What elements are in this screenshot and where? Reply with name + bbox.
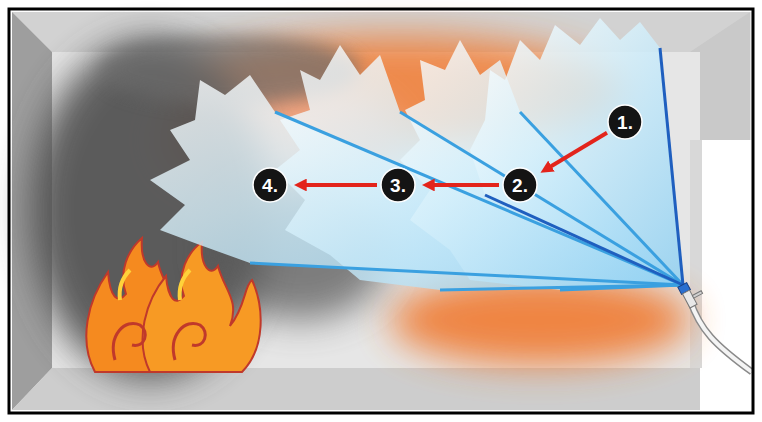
nozzle-lever [692,291,702,298]
nozzle [678,278,706,308]
spray-edge-line [485,195,683,285]
callout-circle [608,105,642,139]
spray-edge-line [660,48,683,285]
callout-number: 1. [607,104,643,140]
sequence-arrow [427,183,499,187]
nozzle-body [682,290,697,308]
image-frame [9,9,753,413]
callout-number: 3. [380,167,416,203]
hose [690,300,752,372]
callout-label: 4. [262,176,278,195]
hose [690,300,752,372]
spray-edge-line [400,112,683,285]
flame-swirl [173,323,205,360]
callout-label: 2. [512,176,528,195]
door-frame [690,140,702,368]
callout-number: 4. [252,167,288,203]
callout-circle [381,168,415,202]
callout-circle [253,168,287,202]
sequence-arrow [545,133,607,170]
sequence-arrow [299,183,377,187]
spray-edge-line [250,263,683,285]
water-spray-fan [470,18,683,285]
callout-label: 3. [390,176,406,195]
spray-edge-line [560,285,683,290]
flame-highlight [120,270,130,300]
flame-swirl [113,323,145,360]
callout-circle [503,168,537,202]
spray-edge-line [440,285,683,290]
callout-label: 1. [617,113,633,132]
spray-edge-line [520,112,683,285]
callout-number: 2. [502,167,538,203]
flame-highlight [180,270,190,300]
back-wall [12,12,752,410]
flame [143,242,261,372]
door-lintel [690,12,750,140]
